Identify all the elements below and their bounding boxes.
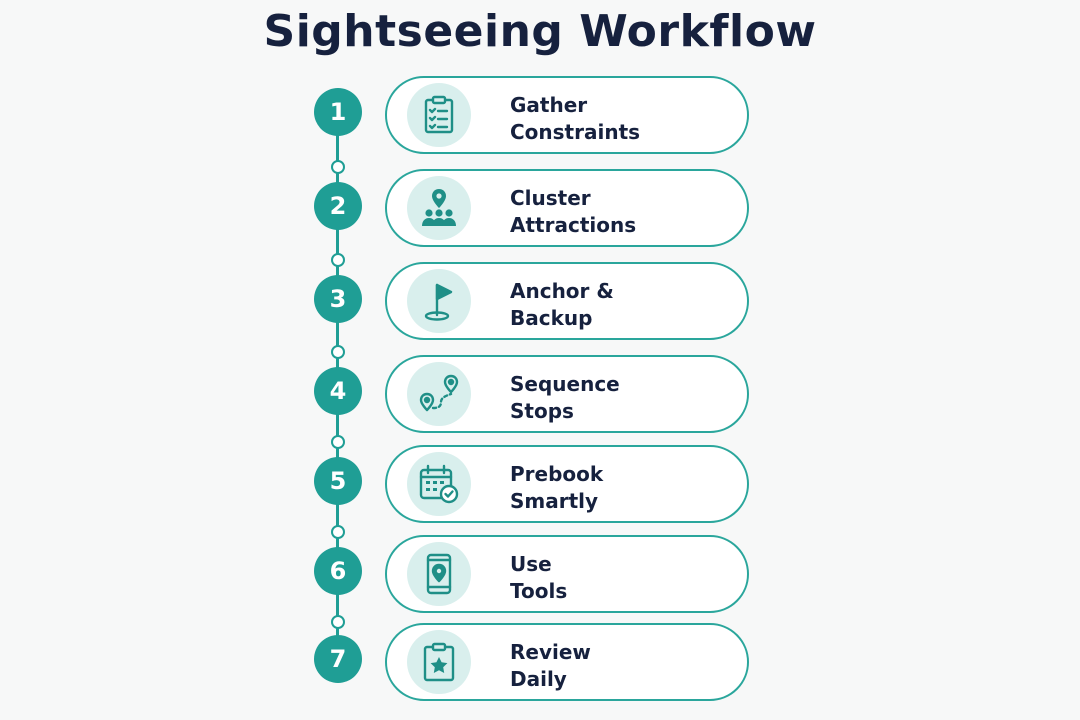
step-label-line2: Constraints: [510, 120, 641, 144]
timeline-connector: [331, 253, 345, 267]
step-label-line2: Tools: [510, 579, 568, 603]
step-number-6: 6: [314, 547, 362, 595]
timeline-connector: [331, 525, 345, 539]
step-label-line1: Sequence: [510, 372, 620, 396]
step-number-4: 4: [314, 367, 362, 415]
step-label: Review Daily: [510, 639, 730, 693]
step-label: Gather Constraints: [510, 92, 730, 146]
step-number-3: 3: [314, 275, 362, 323]
step-label-line1: Anchor &: [510, 279, 614, 303]
flag-icon: [407, 269, 471, 333]
step-label-line1: Prebook: [510, 462, 604, 486]
step-label-line1: Review: [510, 640, 591, 664]
step-card-gather-constraints: Gather Constraints: [385, 76, 749, 154]
timeline-connector: [331, 435, 345, 449]
step-card-use-tools: Use Tools: [385, 535, 749, 613]
step-label-line2: Backup: [510, 306, 593, 330]
step-label-line1: Cluster: [510, 186, 591, 210]
step-label-line2: Smartly: [510, 489, 599, 513]
step-label-line2: Daily: [510, 667, 567, 691]
step-label: Prebook Smartly: [510, 461, 730, 515]
step-number-7: 7: [314, 635, 362, 683]
timeline-connector: [331, 345, 345, 359]
step-number-1: 1: [314, 88, 362, 136]
calendar-check-icon: [407, 452, 471, 516]
step-label-line2: Attractions: [510, 213, 637, 237]
step-card-prebook-smartly: Prebook Smartly: [385, 445, 749, 523]
clipboard-checklist-icon: [407, 83, 471, 147]
step-label-line1: Gather: [510, 93, 588, 117]
step-number-2: 2: [314, 182, 362, 230]
step-card-cluster-attractions: Cluster Attractions: [385, 169, 749, 247]
step-number-5: 5: [314, 457, 362, 505]
step-label: Sequence Stops: [510, 371, 730, 425]
step-card-anchor-backup: Anchor & Backup: [385, 262, 749, 340]
clipboard-star-icon: [407, 630, 471, 694]
step-label: Cluster Attractions: [510, 185, 730, 239]
page-title: Sightseeing Workflow: [263, 6, 817, 57]
route-pins-icon: [407, 362, 471, 426]
phone-map-icon: [407, 542, 471, 606]
group-location-icon: [407, 176, 471, 240]
step-card-sequence-stops: Sequence Stops: [385, 355, 749, 433]
step-label: Use Tools: [510, 551, 730, 605]
step-label-line1: Use: [510, 552, 552, 576]
step-label: Anchor & Backup: [510, 278, 730, 332]
step-label-line2: Stops: [510, 399, 574, 423]
timeline-connector: [331, 160, 345, 174]
timeline-connector: [331, 615, 345, 629]
step-card-review-daily: Review Daily: [385, 623, 749, 701]
